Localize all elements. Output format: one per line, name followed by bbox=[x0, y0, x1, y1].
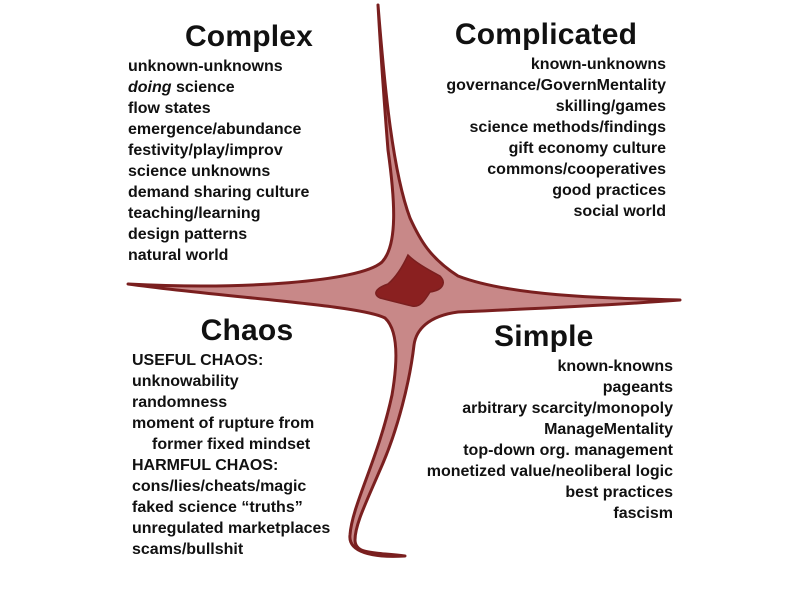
complex-quadrant: Complex unknown-unknowns doing science f… bbox=[128, 20, 388, 266]
list-item: governance/GovernMentality bbox=[446, 77, 666, 94]
list-item: arbitrary scarcity/monopoly bbox=[462, 400, 673, 417]
list-item: commons/cooperatives bbox=[487, 161, 666, 178]
list-item: ManageMentality bbox=[544, 421, 673, 438]
complicated-title: Complicated bbox=[454, 18, 638, 51]
complex-title: Complex bbox=[184, 20, 314, 53]
list-item: monetized value/neoliberal logic bbox=[426, 463, 673, 480]
list-item: good practices bbox=[552, 182, 666, 199]
list-item: former fixed mindset bbox=[152, 436, 311, 453]
list-item: cons/lies/cheats/magic bbox=[132, 478, 307, 495]
list-item: fascism bbox=[613, 505, 673, 522]
list-item: unknown-unknowns bbox=[128, 58, 283, 75]
list-item: pageants bbox=[602, 379, 673, 396]
list-item: demand sharing culture bbox=[128, 184, 310, 201]
chaos-list: USEFUL CHAOS: unknowability randomness m… bbox=[132, 350, 372, 560]
list-heading: HARMFUL CHAOS: bbox=[132, 457, 279, 474]
complex-list: unknown-unknowns doing science flow stat… bbox=[128, 56, 388, 266]
list-item: gift economy culture bbox=[508, 140, 666, 157]
list-item: known-knowns bbox=[557, 358, 673, 375]
list-item: skilling/games bbox=[555, 98, 666, 115]
list-heading: USEFUL CHAOS: bbox=[132, 352, 264, 369]
list-item: moment of rupture from bbox=[132, 415, 315, 432]
simple-title: Simple bbox=[494, 320, 594, 353]
complicated-list: known-unknowns governance/GovernMentalit… bbox=[410, 54, 666, 222]
list-item: natural world bbox=[128, 247, 229, 264]
list-item: best practices bbox=[565, 484, 673, 501]
list-item: science unknowns bbox=[128, 163, 271, 180]
list-item: scams/bullshit bbox=[132, 541, 244, 558]
list-item: design patterns bbox=[128, 226, 248, 243]
list-item: emergence/abundance bbox=[128, 121, 302, 138]
list-item: doing science bbox=[128, 79, 235, 96]
list-item: science methods/findings bbox=[469, 119, 666, 136]
emphasis-text: doing bbox=[128, 79, 172, 96]
list-item: randomness bbox=[132, 394, 228, 411]
list-item: unregulated marketplaces bbox=[132, 520, 331, 537]
list-item: faked science “truths” bbox=[132, 499, 303, 516]
simple-quadrant: Simple known-knowns pageants arbitrary s… bbox=[400, 320, 673, 524]
complicated-quadrant: Complicated known-unknowns governance/Go… bbox=[410, 18, 666, 222]
list-item: flow states bbox=[128, 100, 211, 117]
list-item: unknowability bbox=[132, 373, 239, 390]
central-core bbox=[375, 253, 444, 308]
list-item: social world bbox=[573, 203, 666, 220]
list-item: top-down org. management bbox=[463, 442, 673, 459]
simple-list: known-knowns pageants arbitrary scarcity… bbox=[400, 356, 673, 524]
list-item: teaching/learning bbox=[128, 205, 261, 222]
list-item: known-unknowns bbox=[530, 56, 666, 73]
chaos-quadrant: Chaos USEFUL CHAOS: unknowability random… bbox=[132, 314, 372, 560]
chaos-title: Chaos bbox=[200, 314, 294, 347]
list-item: festivity/play/improv bbox=[128, 142, 283, 159]
